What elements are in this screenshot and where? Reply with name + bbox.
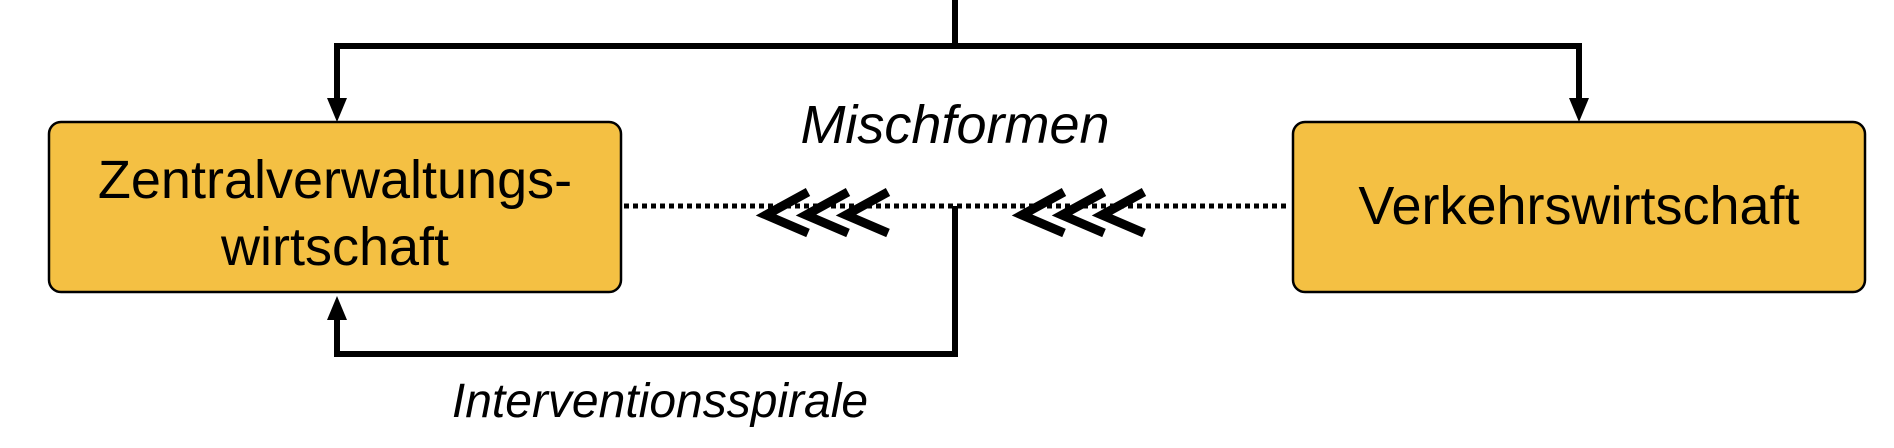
chevron-left-icon xyxy=(835,188,891,238)
interventionsspirale-label: Interventionsspirale xyxy=(452,375,868,428)
mischformen-label: Mischformen xyxy=(800,95,1109,155)
chevron-group-left xyxy=(755,188,891,238)
top-connector xyxy=(327,0,1589,122)
chevron-left-icon xyxy=(795,188,851,238)
right-box-label: Verkehrswirtschaft xyxy=(1358,176,1799,236)
interventionsspirale-path xyxy=(327,206,958,357)
top-left-arrowhead xyxy=(327,98,347,122)
left-box-label-line2: wirtschaft xyxy=(220,217,449,277)
top-right-arrowhead xyxy=(1569,98,1589,122)
right-box-rect xyxy=(1291,120,1867,294)
chevron-left-icon xyxy=(1091,188,1147,238)
spiral-arrowhead xyxy=(327,296,347,320)
chevron-left-icon xyxy=(755,188,811,238)
left-box-rect xyxy=(47,120,623,294)
zentralverwaltungswirtschaft-box: Zentralverwaltungs- wirtschaft xyxy=(47,120,623,294)
chevron-left-icon xyxy=(1051,188,1107,238)
chevron-group-right xyxy=(1011,188,1147,238)
spiral-feedback-line xyxy=(334,206,958,357)
chevron-left-icon xyxy=(1011,188,1067,238)
verkehrswirtschaft-box: Verkehrswirtschaft xyxy=(1291,120,1867,294)
left-box-label-line1: Zentralverwaltungs- xyxy=(98,150,572,210)
